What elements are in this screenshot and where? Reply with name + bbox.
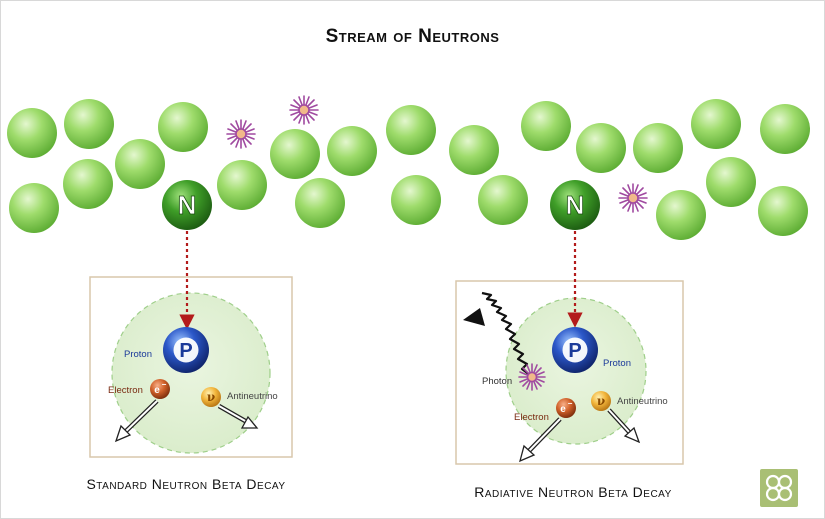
- photon-star-icon: [226, 119, 256, 149]
- neutron-ball: [391, 175, 441, 225]
- photon-label: Photon: [482, 376, 512, 387]
- neutron-ball: [7, 108, 57, 158]
- neutron-ball: [633, 123, 683, 173]
- neutron-ball: [115, 139, 165, 189]
- antineutrino-symbol: ν: [207, 390, 215, 404]
- neutron-ball: [386, 105, 436, 155]
- proton-label: Proton: [124, 349, 152, 360]
- proton-label: Proton: [603, 358, 631, 369]
- neutron-ball: [706, 157, 756, 207]
- neutron-ball: [217, 160, 267, 210]
- antineutrino-path-arrow: [607, 408, 641, 444]
- right-caption: Radiative Neutron Beta Decay: [474, 484, 672, 500]
- neutron-ball: [158, 102, 208, 152]
- decaying-neutron-right: N: [550, 180, 600, 230]
- radiative-decay-panel: P Proton Photon e − Electron ν Antineutr…: [455, 231, 684, 465]
- decaying-neutron-left: N: [162, 180, 212, 230]
- neutron-ball: [758, 186, 808, 236]
- neutron-ball: [63, 159, 113, 209]
- neutron-ball: [478, 175, 528, 225]
- proton-symbol: P: [568, 340, 581, 362]
- photon-arrowhead: [463, 308, 485, 326]
- neutron-ball: [64, 99, 114, 149]
- left-caption: Standard Neutron Beta Decay: [86, 476, 286, 492]
- neutron-ball: [656, 190, 706, 240]
- antineutrino-symbol: ν: [597, 394, 605, 408]
- neutron-ball: [576, 123, 626, 173]
- knot-logo-icon: [765, 474, 793, 502]
- antineutrino-ball: [201, 387, 221, 407]
- electron-symbol: e: [154, 385, 160, 396]
- neutron-ball: [327, 126, 377, 176]
- antineutrino-path-arrow: [217, 404, 259, 429]
- antineutrino-ball: [591, 391, 611, 411]
- neutron-ball: [760, 104, 810, 154]
- neutron-ball: [449, 125, 499, 175]
- standard-decay-panel: P Proton e − Electron ν Antineutrino: [89, 231, 293, 458]
- neutron-label: N: [178, 190, 197, 220]
- decay-cell: [111, 292, 271, 454]
- neutron-ball: [295, 178, 345, 228]
- proton-symbol: P: [179, 340, 192, 362]
- neutron-stream: [7, 99, 810, 240]
- electron-ball: [150, 379, 170, 399]
- antineutrino-label: Antineutrino: [227, 391, 278, 402]
- antineutrino-label: Antineutrino: [617, 396, 668, 407]
- neutron-ball: [9, 183, 59, 233]
- neutron-ball: [270, 129, 320, 179]
- neutron-label: N: [566, 190, 585, 220]
- logo-icon: [760, 469, 798, 507]
- electron-label: Electron: [514, 412, 549, 423]
- photon-star-icon: [289, 95, 319, 125]
- photon-star-icon: [618, 183, 648, 213]
- neutron-ball: [691, 99, 741, 149]
- photon-star-icon: [518, 363, 546, 391]
- electron-charge: −: [162, 380, 167, 389]
- electron-label: Electron: [108, 385, 143, 396]
- neutron-ball: [521, 101, 571, 151]
- electron-charge: −: [568, 399, 573, 408]
- electron-symbol: e: [560, 404, 566, 415]
- electron-ball: [556, 398, 576, 418]
- photon-wave: [481, 291, 531, 376]
- figure-title: Stream of Neutrons: [325, 26, 500, 47]
- electron-path-arrow: [114, 399, 159, 443]
- electron-path-arrow: [519, 417, 562, 463]
